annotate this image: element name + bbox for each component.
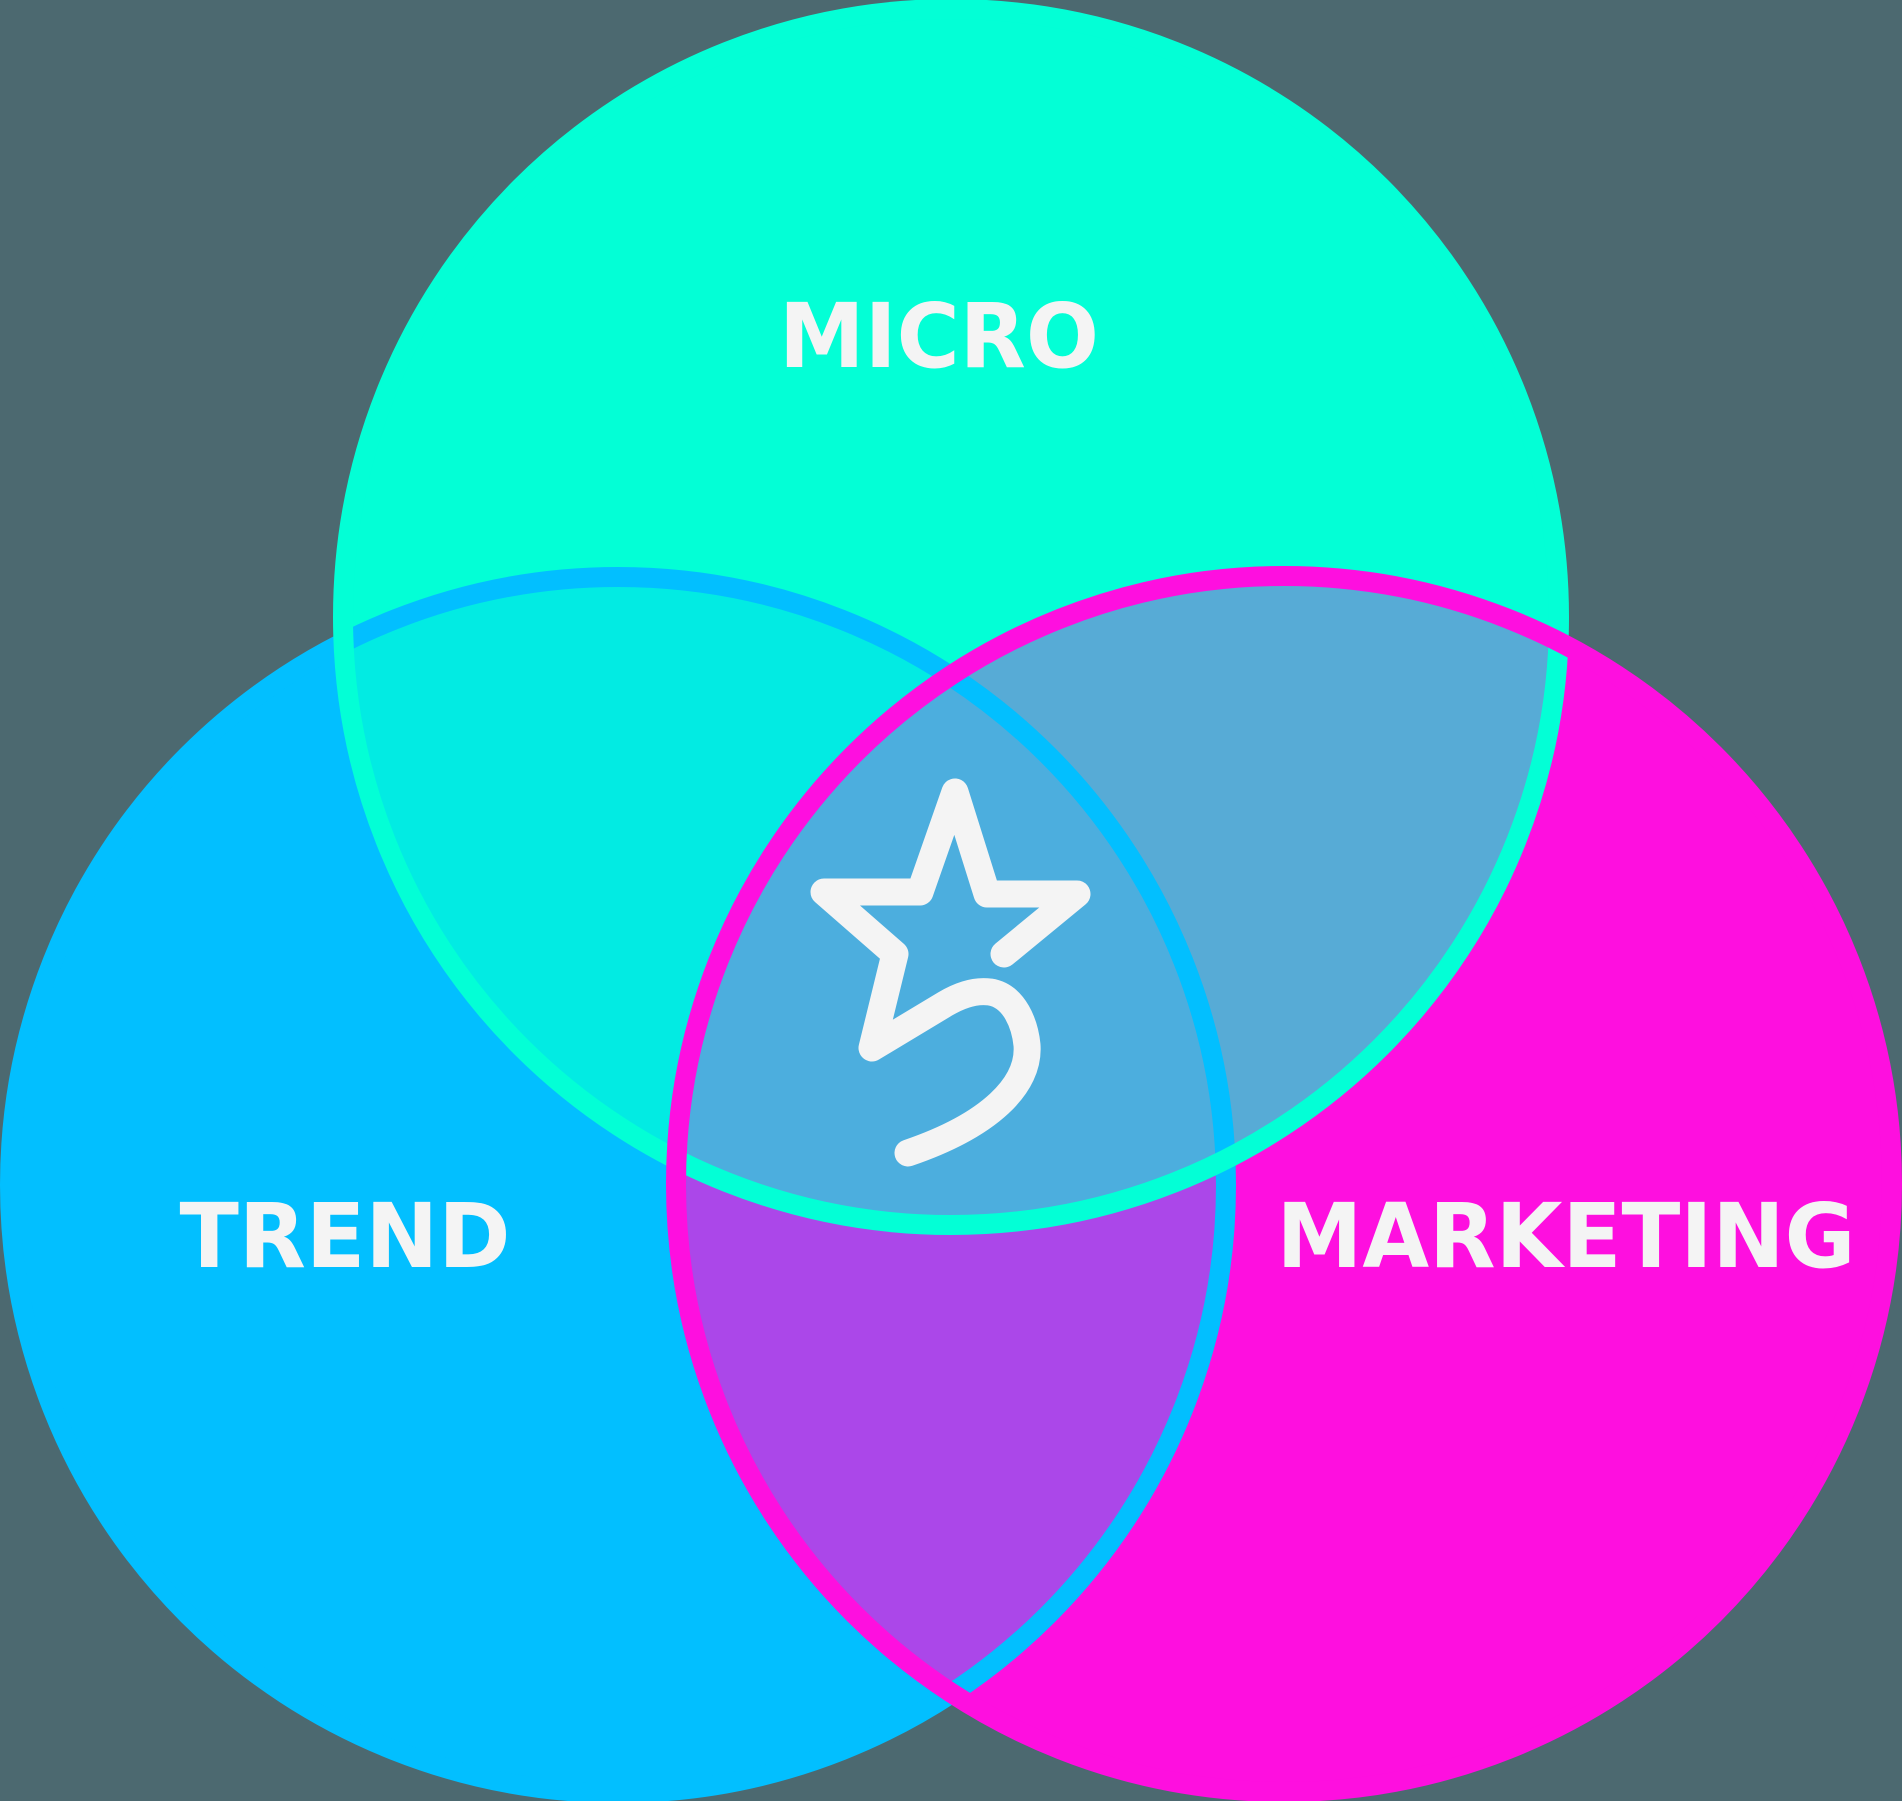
label-trend: TREND <box>180 1184 511 1288</box>
star-five-logo-icon <box>810 778 1091 1167</box>
label-marketing: MARKETING <box>1277 1184 1856 1288</box>
label-micro: MICRO <box>779 284 1099 388</box>
circle-marketing-outline <box>666 566 1902 1801</box>
circle-trend-outline <box>0 567 1236 1801</box>
circle-micro-outline <box>333 0 1569 1235</box>
